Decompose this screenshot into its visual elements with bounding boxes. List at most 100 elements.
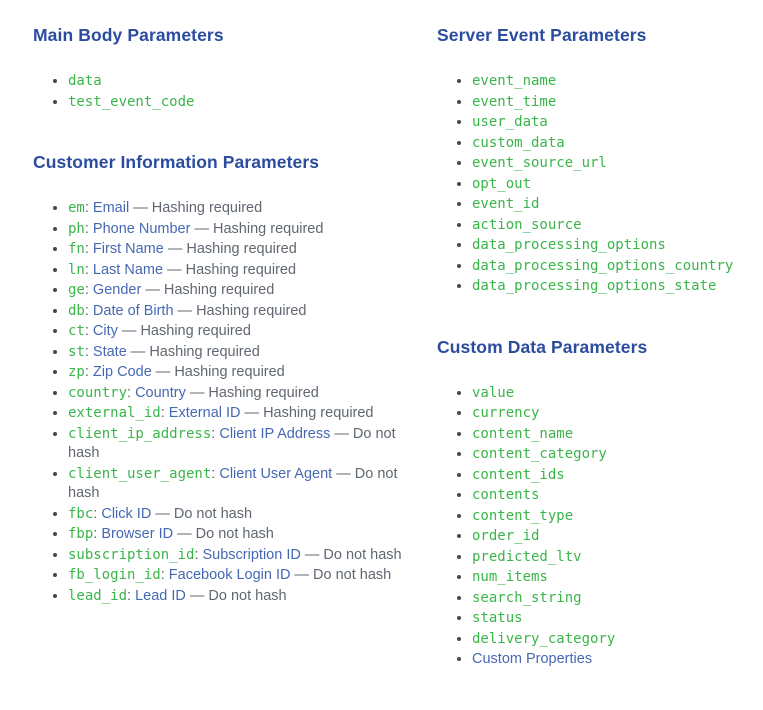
param-link[interactable]: Date of Birth bbox=[92, 302, 174, 319]
param-code-link[interactable]: predicted_ltv bbox=[472, 548, 582, 565]
separator: : bbox=[84, 241, 93, 257]
param-code-link[interactable]: content_type bbox=[472, 507, 574, 524]
separator: : bbox=[127, 384, 136, 401]
param-code-link[interactable]: external_id bbox=[68, 405, 161, 421]
separator: : bbox=[84, 261, 93, 278]
param-item: data_processing_options_state bbox=[472, 276, 745, 297]
param-item: event_name bbox=[472, 71, 745, 92]
param-code-link[interactable]: fbc bbox=[68, 505, 94, 522]
param-code-link[interactable]: test_event_code bbox=[68, 93, 195, 110]
param-link[interactable]: Client User Agent bbox=[219, 465, 333, 482]
param-code-link[interactable]: client_user_agent bbox=[68, 465, 212, 482]
param-link[interactable]: Client IP Address bbox=[219, 425, 331, 442]
param-note: — Hashing required bbox=[190, 220, 324, 237]
param-link[interactable]: State bbox=[92, 343, 127, 360]
param-note: — Do not hash bbox=[151, 505, 253, 522]
param-code-link[interactable]: st bbox=[68, 343, 85, 360]
param-code-link[interactable]: em bbox=[68, 200, 85, 216]
param-code-link[interactable]: contents bbox=[472, 487, 540, 503]
right-column: Server Event Parameters event_nameevent_… bbox=[437, 14, 745, 710]
param-code-link[interactable]: country bbox=[68, 384, 128, 401]
param-code-link[interactable]: content_name bbox=[472, 425, 574, 442]
param-code-link[interactable]: ln bbox=[68, 261, 85, 278]
param-code-link[interactable]: content_ids bbox=[472, 466, 565, 483]
param-code-link[interactable]: data_processing_options_state bbox=[472, 278, 717, 294]
separator: : bbox=[211, 425, 220, 442]
param-note: — Hashing required bbox=[163, 261, 297, 278]
param-note: — Hashing required bbox=[151, 364, 285, 380]
param-item: fbc: Click ID — Do not hash bbox=[68, 504, 405, 525]
separator: : bbox=[93, 505, 102, 522]
param-link[interactable]: Country bbox=[135, 384, 186, 401]
param-item: ge: Gender — Hashing required bbox=[68, 280, 405, 301]
param-code-link[interactable]: event_time bbox=[472, 93, 557, 110]
param-note: — Hashing required bbox=[129, 200, 263, 216]
param-item: content_type bbox=[472, 506, 745, 527]
param-link[interactable]: Phone Number bbox=[92, 220, 191, 237]
section-main-body-parameters: Main Body Parameters data test_event_code bbox=[33, 25, 405, 112]
param-code-link[interactable]: data_processing_options bbox=[472, 237, 666, 253]
param-code-link[interactable]: status bbox=[472, 610, 523, 626]
param-code-link[interactable]: delivery_category bbox=[472, 630, 616, 647]
param-item: data_processing_options_country bbox=[472, 256, 745, 277]
param-code-link[interactable]: fbp bbox=[68, 526, 94, 542]
param-link[interactable]: Custom Properties bbox=[472, 651, 593, 667]
param-link[interactable]: Lead ID bbox=[135, 587, 186, 604]
param-item: ct: City — Hashing required bbox=[68, 321, 405, 342]
param-link[interactable]: Facebook Login ID bbox=[168, 567, 291, 583]
param-link[interactable]: External ID bbox=[168, 405, 241, 421]
param-code-link[interactable]: data bbox=[68, 73, 102, 89]
param-code-link[interactable]: db bbox=[68, 302, 85, 319]
param-item: test_event_code bbox=[68, 92, 405, 113]
param-code-link[interactable]: ct bbox=[68, 323, 85, 339]
param-link[interactable]: Click ID bbox=[101, 505, 152, 522]
param-item: content_ids bbox=[472, 465, 745, 486]
param-link[interactable]: Gender bbox=[92, 282, 142, 298]
param-link[interactable]: Email bbox=[92, 200, 130, 216]
param-item: action_source bbox=[472, 215, 745, 236]
param-code-link[interactable]: event_source_url bbox=[472, 155, 607, 171]
param-code-link[interactable]: ph bbox=[68, 220, 85, 237]
param-link[interactable]: Last Name bbox=[92, 261, 164, 278]
param-code-link[interactable]: custom_data bbox=[472, 134, 565, 151]
param-code-link[interactable]: user_data bbox=[472, 114, 548, 130]
param-item: num_items bbox=[472, 567, 745, 588]
param-note: — Hashing required bbox=[141, 282, 275, 298]
param-code-link[interactable]: search_string bbox=[472, 589, 582, 606]
param-item: country: Country — Hashing required bbox=[68, 383, 405, 404]
param-code-link[interactable]: subscription_id bbox=[68, 546, 195, 563]
separator: : bbox=[84, 282, 93, 298]
param-code-link[interactable]: action_source bbox=[472, 216, 582, 233]
section-title-main-body: Main Body Parameters bbox=[33, 25, 224, 45]
separator: : bbox=[93, 526, 102, 542]
param-link[interactable]: Zip Code bbox=[92, 364, 152, 380]
param-code-link[interactable]: zp bbox=[68, 364, 85, 380]
param-code-link[interactable]: event_name bbox=[472, 73, 557, 89]
param-link[interactable]: City bbox=[92, 323, 118, 339]
separator: : bbox=[160, 567, 169, 583]
param-code-link[interactable]: ge bbox=[68, 282, 85, 298]
param-code-link[interactable]: num_items bbox=[472, 569, 548, 585]
param-note: — Hashing required bbox=[117, 323, 251, 339]
param-link[interactable]: Subscription ID bbox=[202, 546, 301, 563]
param-item: predicted_ltv bbox=[472, 547, 745, 568]
param-code-link[interactable]: fb_login_id bbox=[68, 567, 161, 583]
param-link[interactable]: Browser ID bbox=[101, 526, 174, 542]
param-code-link[interactable]: lead_id bbox=[68, 587, 128, 604]
param-code-link[interactable]: value bbox=[472, 384, 515, 401]
section-title-customer-information: Customer Information Parameters bbox=[33, 152, 320, 172]
param-code-link[interactable]: client_ip_address bbox=[68, 425, 212, 442]
param-code-link[interactable]: content_category bbox=[472, 446, 607, 462]
param-code-link[interactable]: data_processing_options_country bbox=[472, 257, 734, 274]
param-code-link[interactable]: event_id bbox=[472, 196, 540, 212]
param-code-link[interactable]: currency bbox=[472, 405, 540, 421]
section-server-event-parameters: Server Event Parameters event_nameevent_… bbox=[437, 25, 745, 297]
separator: : bbox=[84, 200, 93, 216]
param-item: user_data bbox=[472, 112, 745, 133]
param-code-link[interactable]: opt_out bbox=[472, 175, 532, 192]
param-code-link[interactable]: fn bbox=[68, 241, 85, 257]
param-item: order_id bbox=[472, 526, 745, 547]
param-code-link[interactable]: order_id bbox=[472, 528, 540, 544]
separator: : bbox=[194, 546, 203, 563]
param-link[interactable]: First Name bbox=[92, 241, 164, 257]
